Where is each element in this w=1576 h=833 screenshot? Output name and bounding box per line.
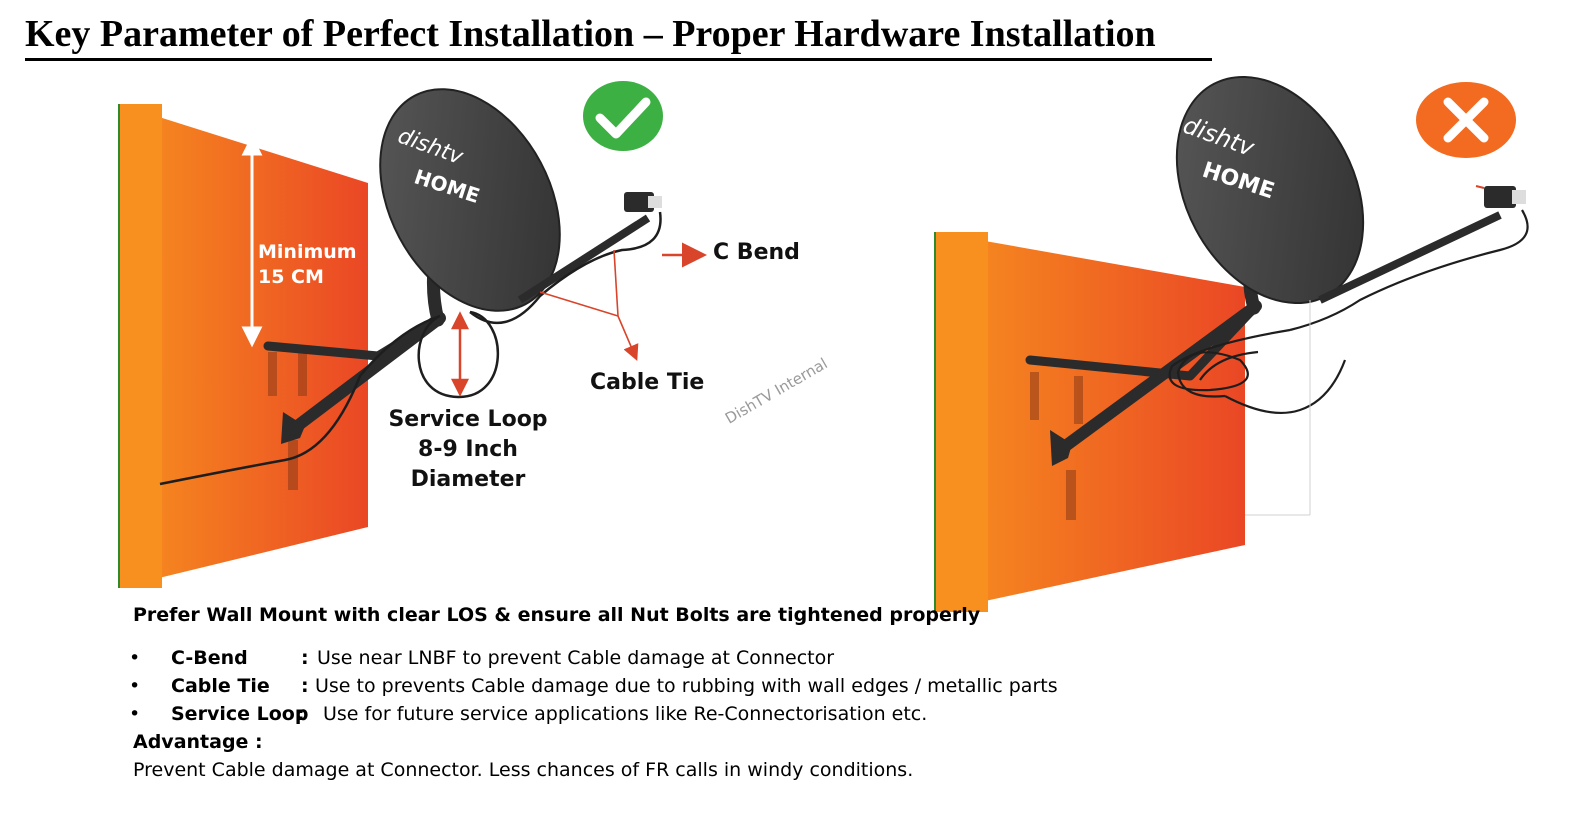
advantage-heading: Advantage : — [133, 731, 263, 753]
service-loop-label: Service Loop 8-9 Inch Diameter — [368, 405, 568, 495]
min-distance-label-line1: Minimum — [258, 241, 357, 263]
bullet-colon: : — [301, 647, 309, 669]
service-loop-arrow — [450, 311, 470, 397]
bullet-icon: • — [129, 647, 141, 669]
lnbf-right — [1484, 186, 1516, 208]
bullet-colon: : — [297, 703, 305, 725]
height-arrow — [241, 134, 263, 348]
bullet-desc: Use for future service applications like… — [323, 703, 928, 725]
title-underline — [25, 58, 1212, 61]
cable-left — [159, 211, 662, 486]
mount-bracket-right — [1025, 232, 1262, 520]
min-distance-label-line2: 15 CM — [258, 266, 324, 288]
cable-tie-pointers — [539, 249, 639, 361]
notes-section: Prefer Wall Mount with clear LOS & ensur… — [129, 604, 1233, 784]
notes-lead: Prefer Wall Mount with clear LOS & ensur… — [133, 604, 981, 626]
service-loop-label-line1: Service Loop — [388, 407, 548, 432]
lnbf-left — [624, 192, 654, 212]
wall-left — [118, 104, 368, 588]
advantage-text: Prevent Cable damage at Connector. Less … — [133, 759, 914, 781]
dish-left: dishtv HOME — [379, 88, 561, 312]
cable-tie-label: Cable Tie — [590, 370, 705, 395]
notes-bullets: • C-Bend : Use near LNBF to prevent Cabl… — [129, 644, 1233, 728]
cross-icon — [1416, 82, 1516, 158]
bullet-colon: : — [301, 675, 309, 697]
bullet-term: Cable Tie — [171, 675, 270, 697]
check-icon — [583, 81, 663, 151]
page-title: Key Parameter of Perfect Installation – … — [25, 13, 1156, 55]
incorrect-installation: dishtv HOME — [934, 75, 1529, 612]
min-distance-label: Minimum 15 CM — [258, 240, 357, 290]
bullet-icon: • — [129, 675, 141, 697]
service-loop-label-line2: 8-9 Inch — [418, 437, 518, 462]
feed-arm-left — [517, 192, 662, 304]
list-item: • Service Loop : Use for future service … — [129, 700, 1233, 728]
bullet-desc: Use to prevents Cable damage due to rubb… — [315, 675, 1058, 697]
dish-right: dishtv HOME — [1175, 75, 1365, 305]
bullet-term: C-Bend — [171, 647, 248, 669]
list-item: • Cable Tie : Use to prevents Cable dama… — [129, 672, 1233, 700]
bullet-term: Service Loop — [171, 703, 309, 725]
bullet-icon: • — [129, 703, 141, 725]
feed-arm-right — [1318, 185, 1526, 304]
bullet-desc: Use near LNBF to prevent Cable damage at… — [317, 647, 835, 669]
c-bend-label: C Bend — [713, 240, 800, 265]
service-loop-label-line3: Diameter — [410, 467, 526, 492]
list-item: • C-Bend : Use near LNBF to prevent Cabl… — [129, 644, 1233, 672]
cable-right — [1168, 209, 1529, 414]
correct-installation: dishtv HOME — [118, 81, 707, 588]
